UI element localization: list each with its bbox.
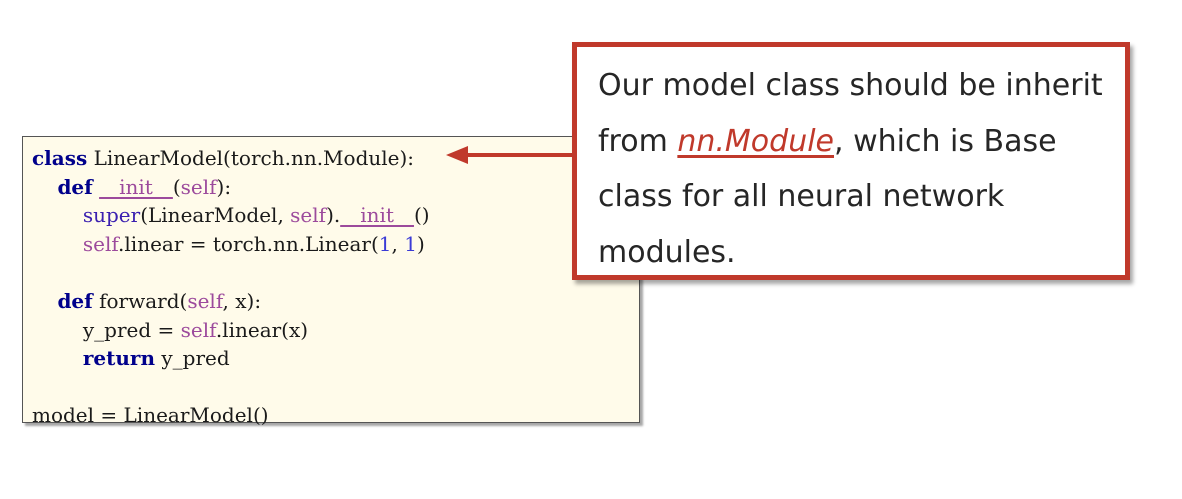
code-listing: class LinearModel(torch.nn.Module): def … [32, 144, 430, 430]
code-line-blank-2 [32, 373, 430, 402]
nn-module-link[interactable]: nn.Module [677, 123, 835, 159]
callout-box [572, 42, 1130, 280]
code-line-6: y_pred = self.linear(x) [82, 317, 309, 342]
code-line-3: super(LinearModel, self).__init__() [82, 203, 430, 228]
code-block [22, 136, 640, 423]
callout-text: Our model class should be inherit from n… [598, 68, 1103, 270]
code-line-2: def __init__(self): [57, 174, 232, 199]
code-line-7: return y_pred [82, 346, 230, 371]
code-line-4: self.linear = torch.nn.Linear(1, 1) [82, 231, 425, 256]
code-line-blank-1 [32, 258, 430, 287]
code-line-5: def forward(self, x): [57, 288, 262, 313]
code-line-8: model = LinearModel() [32, 403, 269, 428]
arrow-left-icon [446, 146, 578, 164]
code-line-1: class LinearModel(torch.nn.Module): [32, 146, 415, 170]
